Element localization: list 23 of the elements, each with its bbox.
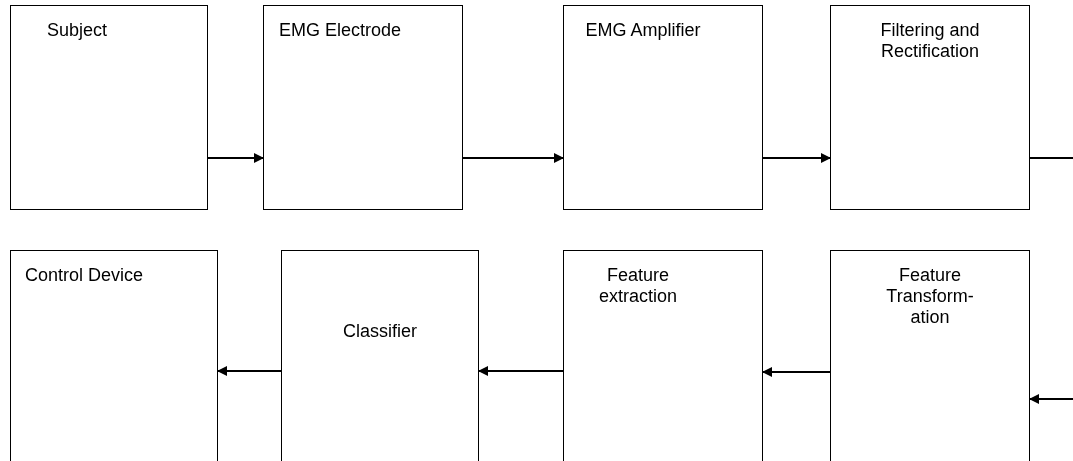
process-box <box>563 5 763 210</box>
process-box <box>830 5 1030 210</box>
process-box <box>10 5 208 210</box>
box-label: Feature extraction <box>597 265 678 307</box>
arrow <box>762 367 831 377</box>
arrow <box>762 153 831 163</box>
process-box <box>263 5 463 210</box>
process-box <box>563 250 763 461</box>
box-label: Control Device <box>25 265 145 286</box>
process-box <box>10 250 218 461</box>
arrow <box>462 153 564 163</box>
process-box <box>830 250 1030 461</box>
process-box <box>281 250 479 461</box>
box-label: EMG Amplifier <box>584 20 702 41</box>
box-label: Feature Transform-ation <box>885 265 975 328</box>
box-label: Filtering and Rectification <box>879 20 981 62</box>
arrow <box>207 153 264 163</box>
arrow <box>217 366 282 376</box>
box-label: Classifier <box>342 321 418 342</box>
arrow <box>478 366 564 376</box>
arrow <box>1029 394 1073 404</box>
box-label: Subject <box>47 20 109 41</box>
box-label: EMG Electrode <box>278 20 402 41</box>
